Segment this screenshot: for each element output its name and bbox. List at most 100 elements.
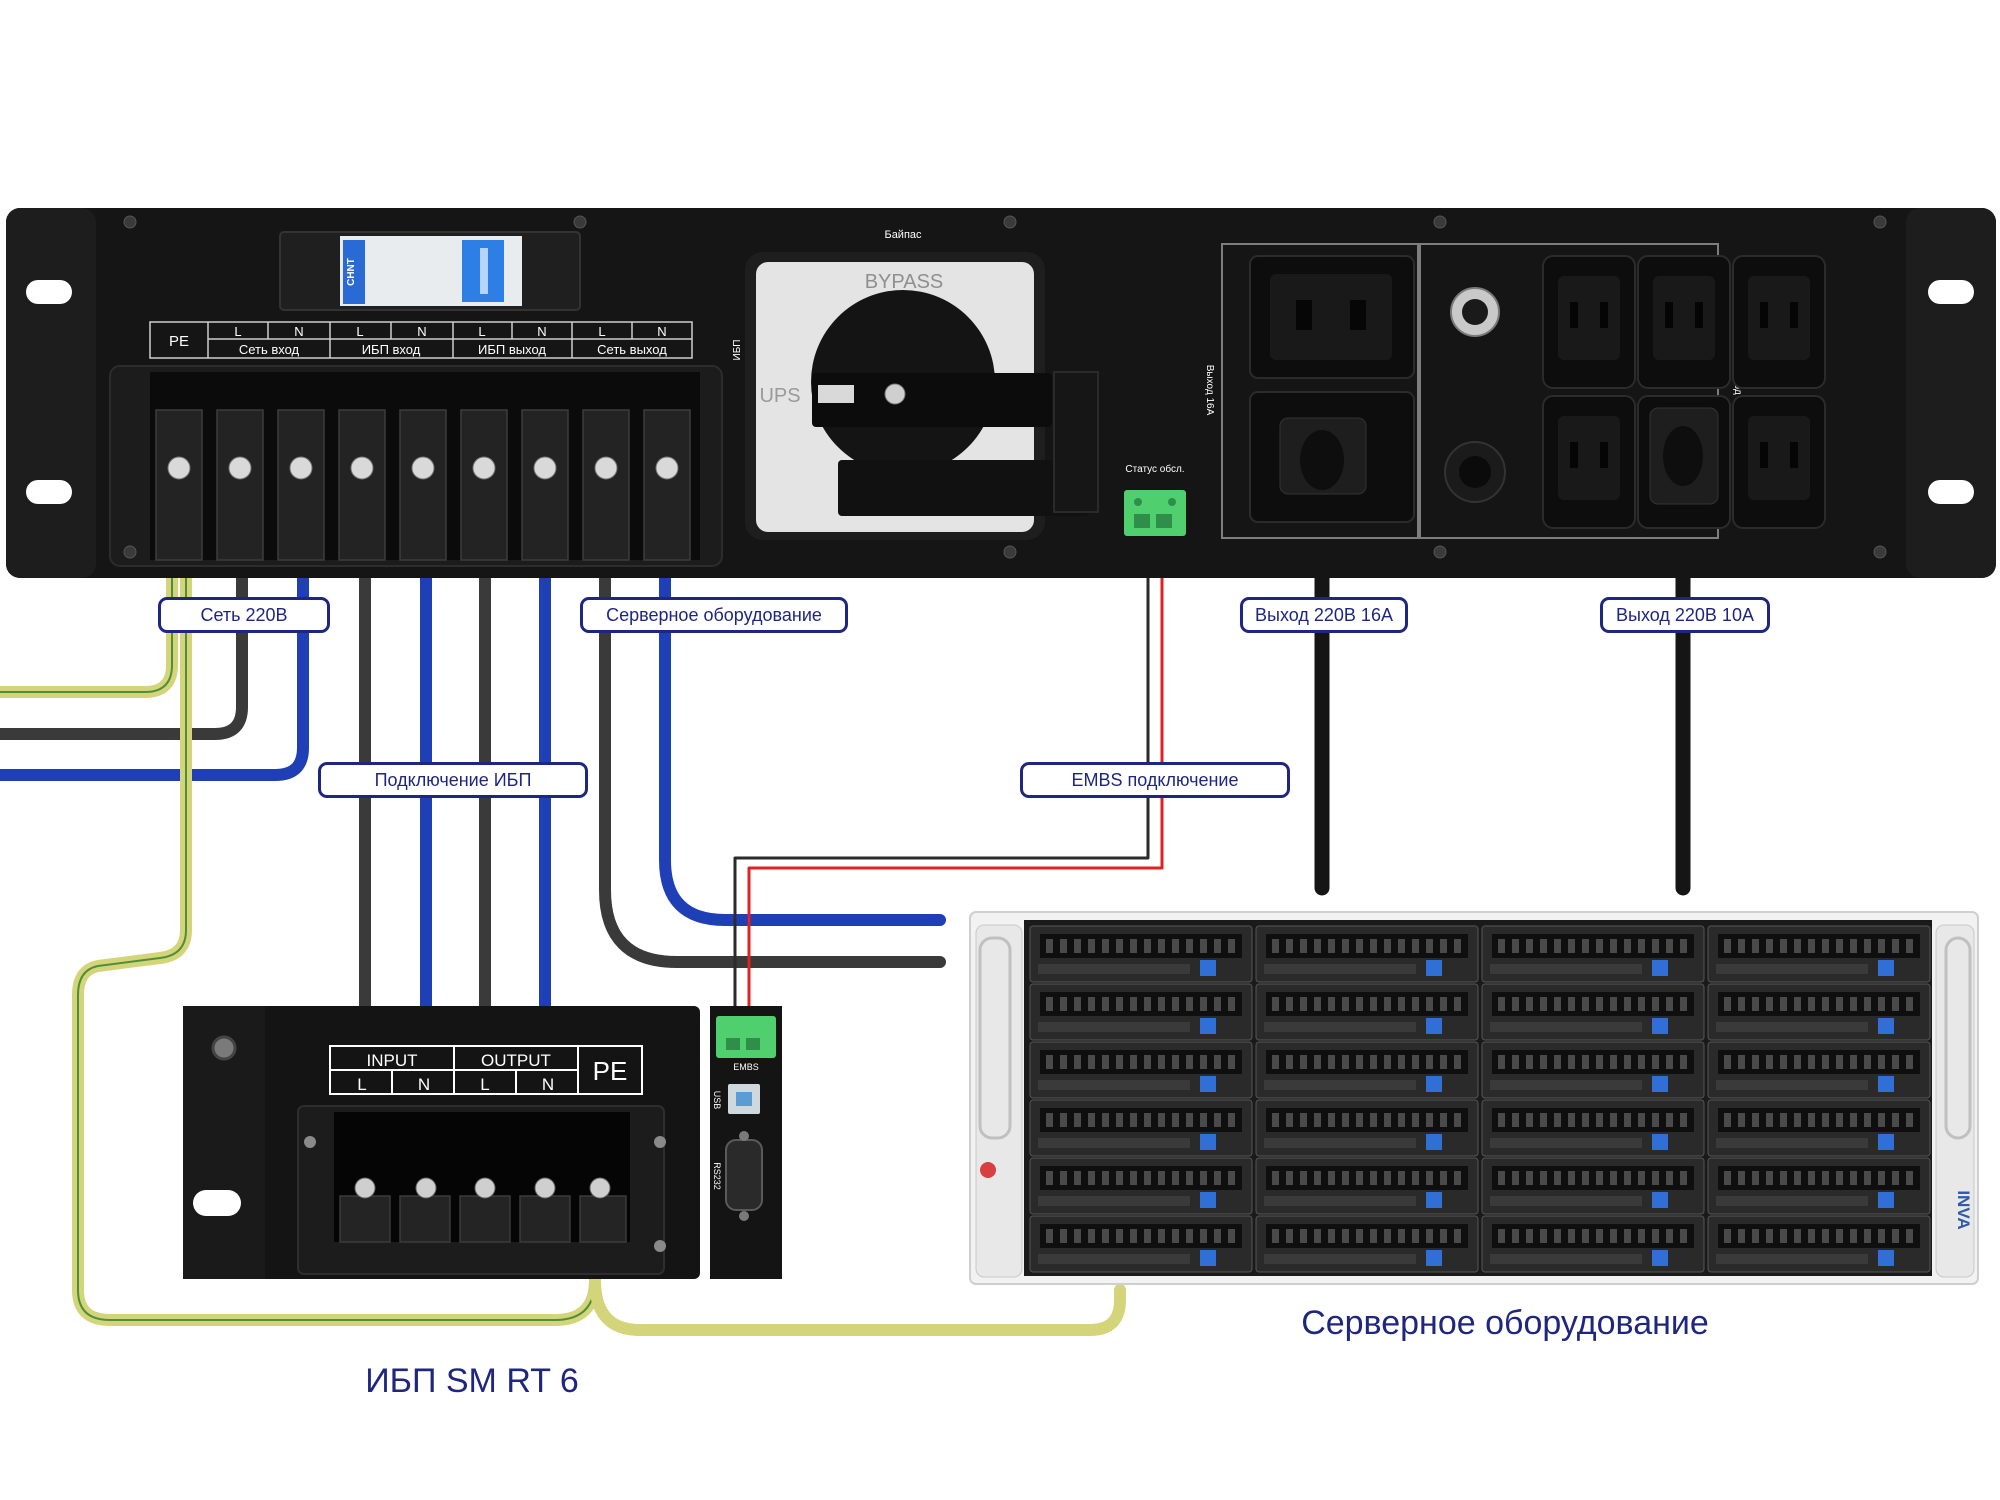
drive-latch[interactable] xyxy=(1652,960,1668,976)
drive-latch[interactable] xyxy=(1200,1192,1216,1208)
terminal-screw xyxy=(289,456,313,480)
terminal-screw xyxy=(228,456,252,480)
right-rack-ear xyxy=(1906,208,1996,578)
drive-latch[interactable] xyxy=(1878,1192,1894,1208)
drive-latch[interactable] xyxy=(1200,1250,1216,1266)
drive-latch[interactable] xyxy=(1878,1250,1894,1266)
mains-phase-wire xyxy=(0,464,248,740)
drive-bay[interactable] xyxy=(1481,1041,1705,1099)
panel-screw xyxy=(1873,545,1887,559)
out16-side-label: Выход 16А xyxy=(1204,365,1215,416)
drive-latch[interactable] xyxy=(1878,1018,1894,1034)
drive-latch[interactable] xyxy=(1200,1134,1216,1150)
panel-screw xyxy=(1003,215,1017,229)
drive-bay[interactable] xyxy=(1481,1215,1705,1273)
drive-bay[interactable] xyxy=(1255,1157,1479,1215)
drive-bay[interactable] xyxy=(1255,925,1479,983)
terminal-header xyxy=(149,321,693,359)
drive-bays xyxy=(1029,925,1931,1273)
server-brand: INVA xyxy=(1954,1190,1973,1229)
drive-bay[interactable] xyxy=(1029,983,1253,1041)
terminal-screw xyxy=(472,456,496,480)
status-terminal xyxy=(1124,490,1186,536)
drive-bay[interactable] xyxy=(1481,983,1705,1041)
drive-bay[interactable] xyxy=(1481,925,1705,983)
bypass-handle[interactable] xyxy=(812,373,1052,427)
terminal-letter: N xyxy=(294,324,303,339)
drive-latch[interactable] xyxy=(1652,1134,1668,1150)
drive-bay[interactable] xyxy=(1707,1041,1931,1099)
drive-latch[interactable] xyxy=(1200,960,1216,976)
drive-bay[interactable] xyxy=(1255,983,1479,1041)
ups-title: ИБП SM RT 6 xyxy=(365,1362,579,1400)
ups-terminal-screw xyxy=(354,1177,376,1199)
mains-neutral-wire xyxy=(0,464,309,781)
switch-bypass-label: BYPASS xyxy=(865,271,944,293)
drive-latch[interactable] xyxy=(1652,1250,1668,1266)
earth-to-server-wire xyxy=(589,1274,1126,1336)
ups-terminal-screw xyxy=(474,1177,496,1199)
drive-latch[interactable] xyxy=(1878,1134,1894,1150)
drive-latch[interactable] xyxy=(1652,1076,1668,1092)
terminal-screw xyxy=(167,456,191,480)
drive-latch[interactable] xyxy=(1652,1192,1668,1208)
left-ear-slot-bottom xyxy=(26,480,72,504)
drive-bay[interactable] xyxy=(1255,1099,1479,1157)
drive-bay[interactable] xyxy=(1029,1157,1253,1215)
terminal-letter: N xyxy=(537,324,546,339)
drive-bay[interactable] xyxy=(1029,925,1253,983)
drive-bay[interactable] xyxy=(1029,1041,1253,1099)
drive-bay[interactable] xyxy=(1707,925,1931,983)
terminal-group-label: Сеть вход xyxy=(239,342,300,357)
drive-bay[interactable] xyxy=(1481,1099,1705,1157)
left-ear-slot-top xyxy=(26,280,72,304)
power-button[interactable] xyxy=(980,1162,996,1178)
status-label: Статус обсл. xyxy=(1125,463,1184,475)
drive-latch[interactable] xyxy=(1426,1192,1442,1208)
storage-server: INVA xyxy=(969,911,1979,1285)
drive-latch[interactable] xyxy=(1200,1076,1216,1092)
drive-bay[interactable] xyxy=(1707,1099,1931,1157)
server-title: Серверное оборудование xyxy=(1301,1304,1709,1342)
rs232-label: RS232 xyxy=(712,1162,722,1190)
drive-latch[interactable] xyxy=(1878,960,1894,976)
pdu-terminal-block xyxy=(109,365,723,567)
drive-bay[interactable] xyxy=(1707,983,1931,1041)
drive-latch[interactable] xyxy=(1426,960,1442,976)
terminal-letter: L xyxy=(234,324,241,339)
bypass-lock-flap xyxy=(838,460,1088,516)
terminal-screw xyxy=(655,456,679,480)
drive-latch[interactable] xyxy=(1426,1018,1442,1034)
terminal-screw xyxy=(533,456,557,480)
drive-bay[interactable] xyxy=(1481,1157,1705,1215)
ups-terminal-screw xyxy=(415,1177,437,1199)
left-rack-ear xyxy=(6,208,96,578)
callout-ups-connection: Подключение ИБП xyxy=(318,762,588,798)
terminal-group-label: ИБП вход xyxy=(362,342,421,357)
bypass-pdu-panel: CHNT PE L N L N L N L N Сеть вход ИБП вх… xyxy=(6,208,1996,578)
drive-bay[interactable] xyxy=(1255,1215,1479,1273)
drive-bay[interactable] xyxy=(1029,1099,1253,1157)
ups-pe-label: PE xyxy=(593,1056,628,1086)
drive-latch[interactable] xyxy=(1200,1018,1216,1034)
callout-embs-connection: EMBS подключение xyxy=(1020,762,1290,798)
drive-latch[interactable] xyxy=(1426,1250,1442,1266)
breaker-brand-plate xyxy=(343,240,365,304)
drive-bay[interactable] xyxy=(1255,1041,1479,1099)
panel-screw xyxy=(123,215,137,229)
out16-frame xyxy=(1221,243,1419,539)
drive-latch[interactable] xyxy=(1652,1018,1668,1034)
drive-latch[interactable] xyxy=(1878,1076,1894,1092)
terminal-letter: N xyxy=(417,324,426,339)
callout-mains: Сеть 220В xyxy=(158,597,330,633)
drive-bay[interactable] xyxy=(1707,1215,1931,1273)
drive-latch[interactable] xyxy=(1426,1076,1442,1092)
embs-terminal xyxy=(716,1016,776,1058)
drive-latch[interactable] xyxy=(1426,1134,1442,1150)
drive-bay[interactable] xyxy=(1029,1215,1253,1273)
ups-letter: L xyxy=(480,1075,489,1094)
rs232-port[interactable] xyxy=(725,1139,763,1211)
drive-bay[interactable] xyxy=(1707,1157,1931,1215)
switch-ups-label: UPS xyxy=(759,385,800,407)
